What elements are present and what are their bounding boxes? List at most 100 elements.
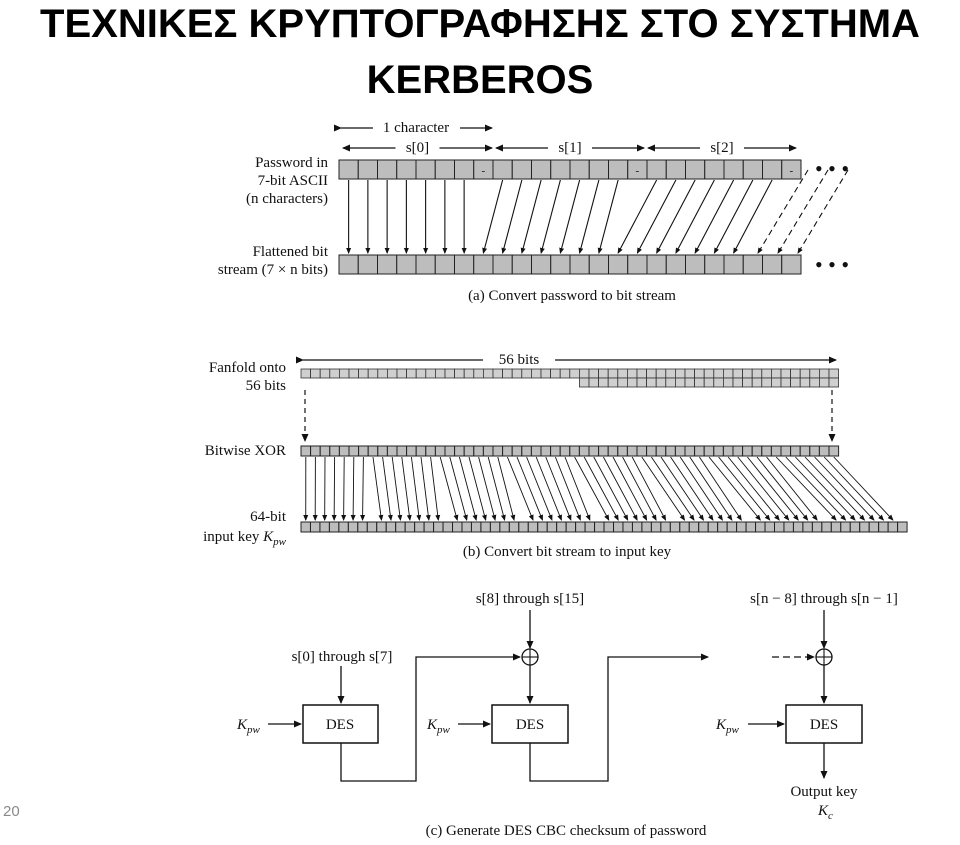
xor-bit-cell <box>454 445 465 457</box>
fanfold-bit-cell <box>579 368 590 379</box>
key-bit-cell <box>811 521 823 533</box>
key-bit-cell <box>480 521 491 533</box>
stream-bit-cell <box>357 254 378 275</box>
key-bit-cell <box>821 521 832 533</box>
key-bit-cell <box>774 521 785 533</box>
xor-bit-cell <box>329 445 340 457</box>
fanfold-bit-cell <box>809 368 820 379</box>
fanfold-bit-cell <box>675 377 686 388</box>
key-bit-cell <box>300 521 311 533</box>
fanfold-bit-cell <box>751 368 763 379</box>
key-bit-cell <box>518 521 529 533</box>
fanfold-bit-cell <box>665 368 676 379</box>
fanfold-bit-cell <box>444 368 456 379</box>
xor-bit-cell <box>694 445 705 457</box>
flattened-bit-cells <box>338 254 802 275</box>
key-bit-cell <box>423 521 435 533</box>
fanfold-bit-cell <box>771 377 782 388</box>
xor-bit-cell <box>348 445 360 457</box>
key-bit-cell <box>849 521 861 533</box>
char-span-name: s[1] <box>558 140 581 156</box>
key-bit-cell <box>461 521 472 533</box>
fanfold-bit-cell <box>531 368 542 379</box>
stream-bit-cell <box>588 254 609 275</box>
xor-to-key-arrow <box>747 456 799 521</box>
xor-to-key-arrow <box>372 456 384 521</box>
output-symbol: Kc <box>817 803 833 822</box>
stream-bit-cell <box>608 254 629 275</box>
ascii-bit-cell <box>338 159 359 180</box>
xor-bit-cell <box>684 445 696 457</box>
xor-to-key-arrow <box>651 456 695 521</box>
kpw-label-3: Kpw <box>715 717 740 736</box>
key-bit-cell <box>717 521 728 533</box>
fanfold-bit-cell <box>790 368 801 379</box>
xor-bit-cell <box>444 445 456 457</box>
flat-label-1: Flattened bit <box>253 244 329 260</box>
key-bit-cell <box>707 521 719 533</box>
xor-bit-cell <box>674 445 686 457</box>
key-bit-cell <box>527 521 539 533</box>
continuation-dots-top: • • • <box>815 156 849 181</box>
fanfold-bit-cell <box>358 368 369 379</box>
fanfold-bit-cell <box>406 368 417 379</box>
bit-flatten-arrow <box>713 179 754 254</box>
xor-bit-cell <box>828 445 840 457</box>
ascii-bit-cell <box>742 159 763 180</box>
des-box-2 <box>491 704 569 744</box>
bit-flatten-arrow <box>656 179 696 254</box>
char-span-name: s[0] <box>406 140 429 156</box>
fanfold-bit-cell <box>425 368 436 379</box>
fanfold-bit-cell <box>396 368 408 379</box>
key-bit-cell <box>736 521 747 533</box>
fanfold-bit-cell <box>771 368 782 379</box>
key-bit-cell <box>622 521 633 533</box>
xor-bit-cell <box>636 445 648 457</box>
xor-to-key-arrow <box>737 456 790 521</box>
xor-to-key-arrow <box>526 456 553 521</box>
fanfold-bit-cell <box>588 377 600 388</box>
xor-bit-cell <box>607 445 619 457</box>
xor-to-key-arrow <box>487 456 506 521</box>
fanfold-bit-cell <box>550 368 561 379</box>
fanfold-and-xor-cells <box>300 368 840 457</box>
xor-to-key-arrow <box>391 456 403 521</box>
xor-to-key-arrow <box>804 456 866 521</box>
input-key-cells <box>300 521 908 533</box>
bit-flatten-arrow <box>675 179 715 254</box>
fanfold-bit-cell <box>819 368 830 379</box>
caption-b: (b) Convert bit stream to input key <box>463 544 672 560</box>
xor-bit-cell <box>377 445 388 457</box>
bit-flatten-arrow <box>694 179 735 254</box>
bit-flatten-arrow <box>520 179 542 254</box>
chain-path-2 <box>529 653 709 782</box>
pad-bit-mark: - <box>790 165 794 177</box>
key-bit-cell <box>357 521 368 533</box>
xor-bit-cell <box>761 445 772 457</box>
fanfold-bit-cell <box>463 368 475 379</box>
key-bit-cell <box>660 521 671 533</box>
ascii-bit-cell <box>396 159 417 180</box>
fanfold-bit-cell <box>723 377 734 388</box>
fanfold-bit-cell <box>598 377 609 388</box>
xor-bit-cell <box>310 445 321 457</box>
fanfold-bit-cell <box>617 377 628 388</box>
key-bit-cell <box>897 521 908 533</box>
ascii-bit-cell <box>723 159 744 180</box>
xor-bit-cell <box>406 445 417 457</box>
password-label-1: Password in <box>255 155 328 171</box>
xor-to-key-arrow <box>564 456 591 521</box>
xor-bit-cell <box>626 445 638 457</box>
stream-bit-cell <box>685 254 706 275</box>
ascii-bit-cell <box>357 159 378 180</box>
char-span-label: 1 character <box>383 120 449 136</box>
fanfold-bit-cell <box>588 368 600 379</box>
fanfold-bit-cell <box>694 377 705 388</box>
xor-bit-cell <box>588 445 600 457</box>
fanfold-bit-cell <box>559 368 571 379</box>
xor-bit-cell <box>703 445 715 457</box>
fanfold-bit-cell <box>627 377 638 388</box>
fanfold-bit-cell <box>454 368 465 379</box>
xor-bit-cell <box>790 445 801 457</box>
key-bit-cell <box>499 521 510 533</box>
